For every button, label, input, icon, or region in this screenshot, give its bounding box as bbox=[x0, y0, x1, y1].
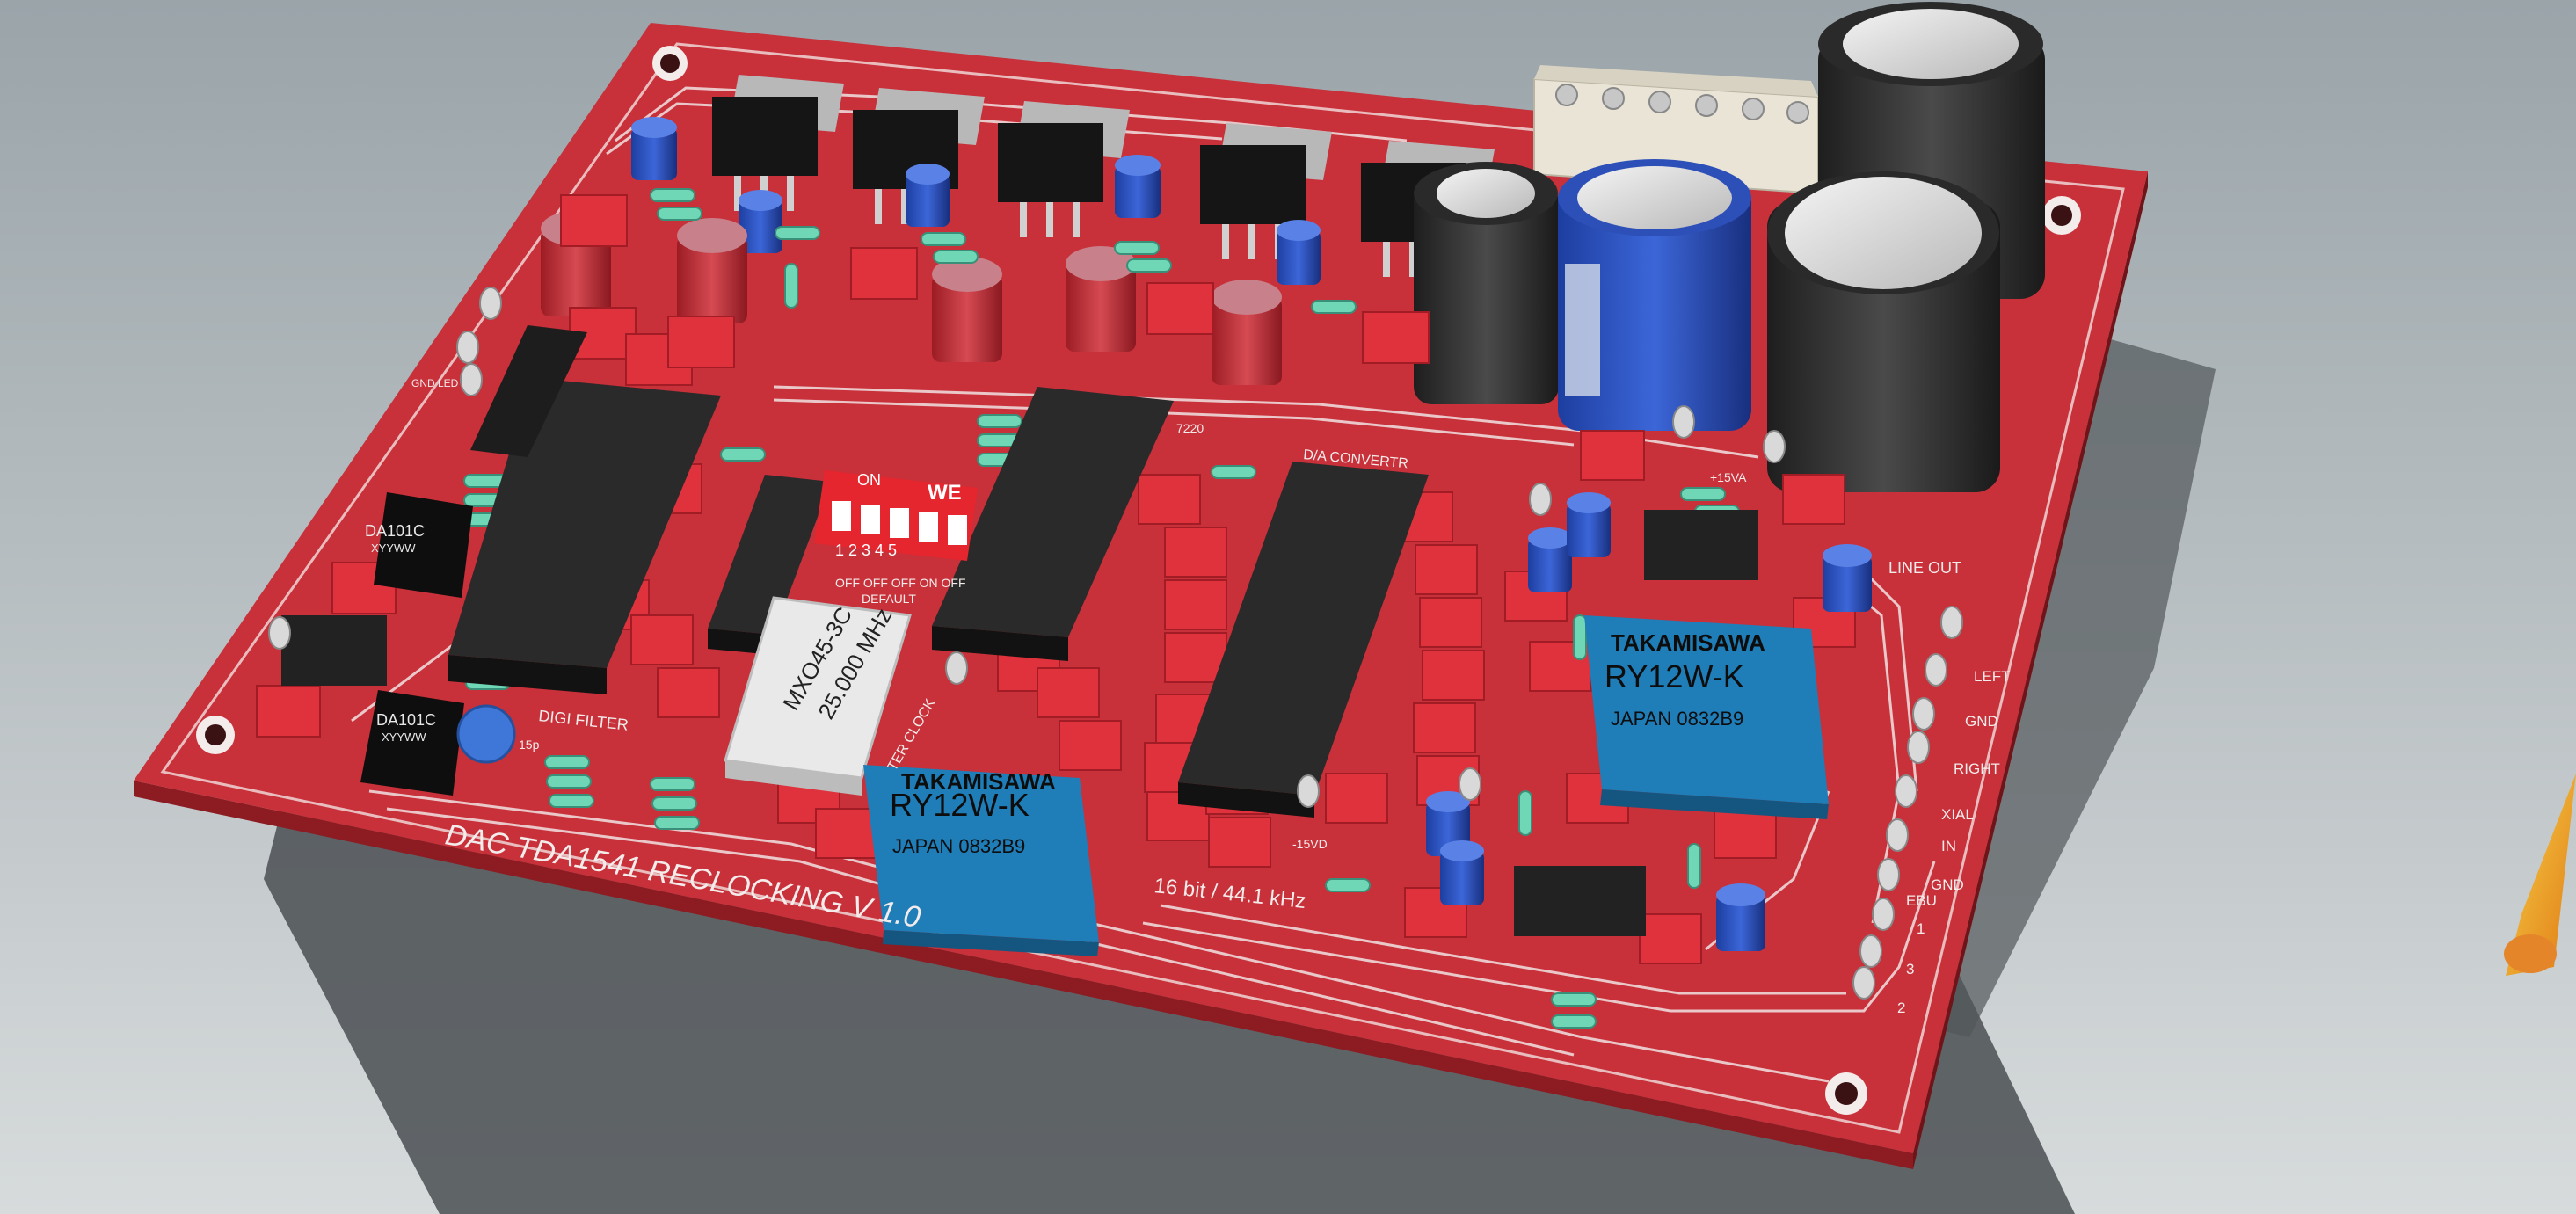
transformer-1-model: DA101C bbox=[365, 522, 425, 540]
connector-in-label: IN bbox=[1941, 838, 1956, 854]
mounting-hole-bl bbox=[196, 716, 235, 754]
minus15vd-label: -15VD bbox=[1292, 837, 1328, 851]
mounting-hole-tr bbox=[2042, 196, 2081, 235]
large-capacitor-blue bbox=[1558, 159, 1751, 431]
relay-1: TAKAMISAWA RY12W-K JAPAN 0832B9 bbox=[863, 765, 1099, 956]
dip-on-label: ON bbox=[857, 471, 881, 489]
blue-capacitor-h bbox=[1823, 544, 1872, 612]
dip-states-label: OFF OFF OFF ON OFF bbox=[835, 576, 966, 590]
board-edge bbox=[134, 781, 1913, 1169]
connector-pin1-label: 1 bbox=[1917, 920, 1925, 937]
relay-2: TAKAMISAWA RY12W-K JAPAN 0832B9 bbox=[1584, 615, 1829, 819]
blue-capacitor-g bbox=[1567, 492, 1611, 557]
connector-left-label: LEFT bbox=[1974, 668, 2011, 685]
red-capacitor-3 bbox=[932, 257, 1002, 362]
blue-capacitor-d bbox=[1115, 155, 1161, 218]
relay-1-origin: JAPAN 0832B9 bbox=[892, 835, 1025, 857]
board-edge-right bbox=[1913, 171, 2148, 1169]
ic-small-left bbox=[470, 325, 587, 457]
connector-coaxial-label: XIAL bbox=[1941, 806, 1974, 823]
line-out-label: LINE OUT bbox=[1888, 559, 1961, 577]
cap-15p-label: 15p bbox=[519, 738, 540, 752]
connector-gnd1-label: GND bbox=[1965, 713, 1998, 730]
large-capacitor-black-1 bbox=[1414, 162, 1559, 404]
connector-labels: LEFT GND RIGHT XIAL IN GND EBU 1 3 2 bbox=[1897, 668, 2011, 1016]
relay-1-brand: TAKAMISAWA bbox=[901, 768, 1056, 795]
blue-capacitor-e bbox=[1277, 220, 1321, 285]
connector-pin3-label: 3 bbox=[1906, 961, 1914, 978]
transformer-2: DA101C XYYWW bbox=[360, 690, 464, 796]
blue-capacitor-c bbox=[906, 164, 950, 227]
connector-gnd2-label: GND bbox=[1931, 876, 1964, 893]
relay-2-brand: TAKAMISAWA bbox=[1611, 629, 1765, 656]
transformer-2-model: DA101C bbox=[376, 711, 436, 729]
blue-capacitor-k bbox=[1716, 883, 1765, 951]
film-capacitors bbox=[256, 194, 1856, 964]
gnd-led-label: GND LED bbox=[411, 377, 459, 389]
large-capacitor-black-3 bbox=[1767, 171, 2000, 492]
voltage-regulator-3 bbox=[998, 101, 1130, 237]
ic-reclocking bbox=[708, 475, 831, 655]
voltage-regulator-1 bbox=[712, 75, 844, 211]
blue-capacitor-a bbox=[631, 117, 677, 180]
plus15va-label: +15VA bbox=[1710, 470, 1747, 484]
connector-right-label: RIGHT bbox=[1954, 760, 2000, 777]
red-capacitor-5 bbox=[1212, 280, 1282, 385]
connector-pin2-label: 2 bbox=[1897, 1000, 1905, 1016]
ic-small-left-2 bbox=[281, 615, 387, 686]
dip-switch-logo: WE bbox=[928, 481, 962, 505]
dip-default-label: DEFAULT bbox=[862, 592, 916, 606]
transformer-1: DA101C XYYWW bbox=[365, 492, 473, 598]
resistors bbox=[463, 188, 1740, 1029]
red-capacitor-4 bbox=[1066, 246, 1136, 352]
ic-receiver bbox=[932, 387, 1174, 661]
transformer-1-code: XYYWW bbox=[371, 542, 416, 555]
dip-numbers-label: 1 2 3 4 5 bbox=[835, 542, 897, 559]
voltage-regulator-4 bbox=[1200, 123, 1332, 259]
blue-capacitor-b bbox=[739, 190, 782, 253]
ic-partial-label: 7220 bbox=[1176, 421, 1204, 435]
blue-capacitor-f bbox=[1528, 527, 1572, 592]
crystal-oscillator: MXO45-3C 25.000 MHz bbox=[724, 596, 912, 796]
connector-aesebu-label: EBU bbox=[1906, 892, 1937, 909]
blue-capacitor-j bbox=[1440, 840, 1484, 905]
mounting-hole-tl bbox=[652, 46, 688, 81]
mounting-hole-br bbox=[1825, 1072, 1867, 1115]
dip-switch: WE ON 1 2 3 4 5 bbox=[814, 470, 978, 561]
relay-1-model: RY12W-K bbox=[890, 787, 1030, 823]
opamp-1 bbox=[1644, 510, 1758, 580]
view-gizmo bbox=[2504, 774, 2576, 976]
opamp-2 bbox=[1514, 866, 1646, 936]
test-pins bbox=[268, 287, 1963, 1000]
transformer-2-code: XYYWW bbox=[382, 731, 426, 744]
ceramic-capacitor bbox=[456, 704, 516, 764]
ic-dac-tda1541 bbox=[1178, 462, 1429, 818]
relay-2-model: RY12W-K bbox=[1605, 658, 1744, 694]
red-capacitor-2 bbox=[677, 218, 747, 323]
relay-2-origin: JAPAN 0832B9 bbox=[1611, 708, 1743, 730]
